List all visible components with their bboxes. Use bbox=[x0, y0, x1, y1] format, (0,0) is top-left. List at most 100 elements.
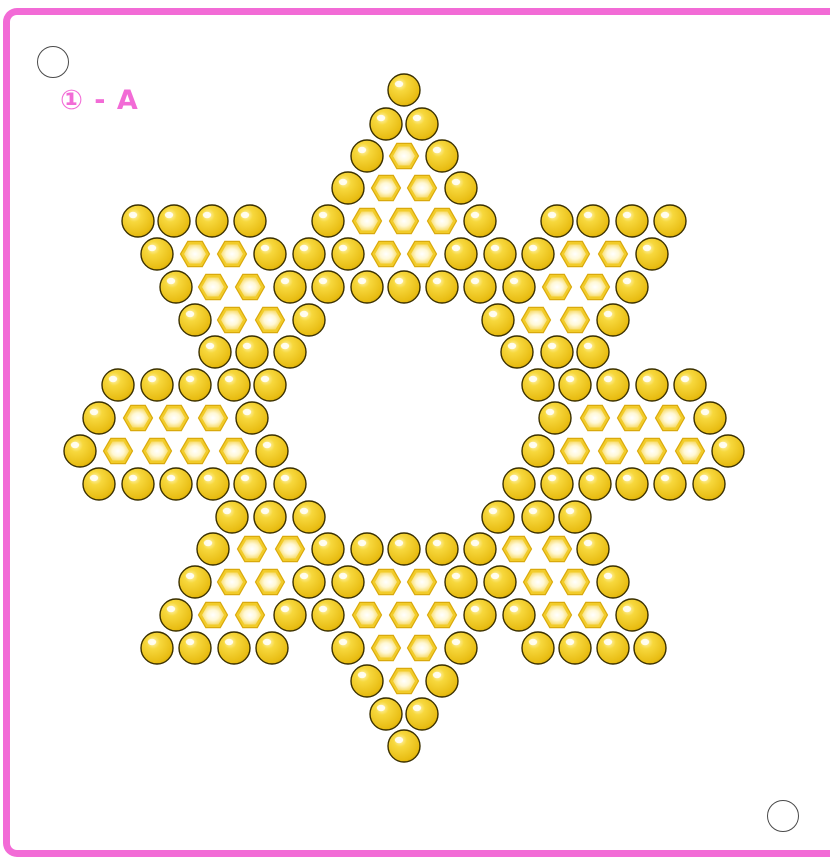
solid-yellow-bead bbox=[83, 468, 115, 500]
solid-yellow-bead bbox=[597, 304, 629, 336]
solid-yellow-bead bbox=[254, 238, 286, 270]
hollow-hex-bead bbox=[353, 208, 382, 233]
solid-yellow-bead bbox=[503, 271, 535, 303]
solid-yellow-bead bbox=[312, 205, 344, 237]
solid-yellow-bead bbox=[197, 533, 229, 565]
solid-yellow-bead bbox=[351, 533, 383, 565]
solid-yellow-bead bbox=[293, 238, 325, 270]
solid-yellow-bead bbox=[158, 205, 190, 237]
solid-yellow-bead bbox=[636, 238, 668, 270]
solid-yellow-bead bbox=[426, 665, 458, 697]
hollow-hex-bead bbox=[256, 307, 285, 332]
solid-yellow-bead bbox=[293, 304, 325, 336]
hollow-hex-bead bbox=[199, 405, 228, 430]
solid-yellow-bead bbox=[218, 632, 250, 664]
solid-yellow-bead bbox=[616, 599, 648, 631]
solid-yellow-bead bbox=[482, 501, 514, 533]
solid-yellow-bead bbox=[616, 468, 648, 500]
hollow-hex-bead bbox=[581, 405, 610, 430]
hollow-hex-bead bbox=[408, 635, 437, 660]
hollow-hex-bead bbox=[543, 536, 572, 561]
solid-yellow-bead bbox=[370, 108, 402, 140]
solid-yellow-bead bbox=[541, 336, 573, 368]
solid-yellow-bead bbox=[464, 599, 496, 631]
hollow-hex-bead bbox=[408, 175, 437, 200]
hollow-hex-bead bbox=[428, 208, 457, 233]
solid-yellow-bead bbox=[199, 336, 231, 368]
solid-yellow-bead bbox=[541, 468, 573, 500]
hollow-hex-bead bbox=[220, 438, 249, 463]
hollow-hex-bead bbox=[390, 602, 419, 627]
hollow-hex-bead bbox=[581, 274, 610, 299]
solid-yellow-bead bbox=[674, 369, 706, 401]
solid-yellow-bead bbox=[351, 665, 383, 697]
solid-yellow-bead bbox=[445, 172, 477, 204]
solid-yellow-bead bbox=[312, 599, 344, 631]
solid-yellow-bead bbox=[541, 205, 573, 237]
solid-yellow-bead bbox=[426, 271, 458, 303]
solid-yellow-bead bbox=[332, 238, 364, 270]
solid-yellow-bead bbox=[216, 501, 248, 533]
hollow-hex-bead bbox=[372, 241, 401, 266]
hollow-hex-bead bbox=[599, 241, 628, 266]
solid-yellow-bead bbox=[464, 271, 496, 303]
solid-yellow-bead bbox=[712, 435, 744, 467]
solid-yellow-bead bbox=[388, 730, 420, 762]
hollow-hex-bead bbox=[218, 241, 247, 266]
solid-yellow-bead bbox=[254, 501, 286, 533]
solid-yellow-bead bbox=[522, 501, 554, 533]
solid-yellow-bead bbox=[388, 533, 420, 565]
solid-yellow-bead bbox=[293, 501, 325, 533]
hollow-hex-bead bbox=[561, 241, 590, 266]
hollow-hex-bead bbox=[199, 602, 228, 627]
hollow-hex-bead bbox=[390, 668, 419, 693]
solid-yellow-bead bbox=[160, 599, 192, 631]
solid-yellow-bead bbox=[234, 205, 266, 237]
hollow-hex-bead bbox=[522, 307, 551, 332]
solid-yellow-bead bbox=[445, 566, 477, 598]
solid-yellow-bead bbox=[616, 205, 648, 237]
solid-yellow-bead bbox=[426, 140, 458, 172]
solid-yellow-bead bbox=[406, 108, 438, 140]
solid-yellow-bead bbox=[236, 336, 268, 368]
solid-yellow-bead bbox=[388, 271, 420, 303]
solid-yellow-bead bbox=[83, 402, 115, 434]
solid-yellow-bead bbox=[654, 205, 686, 237]
solid-yellow-bead bbox=[160, 468, 192, 500]
hollow-hex-bead bbox=[543, 274, 572, 299]
hollow-hex-bead bbox=[561, 569, 590, 594]
solid-yellow-bead bbox=[577, 533, 609, 565]
hollow-hex-bead bbox=[390, 208, 419, 233]
solid-yellow-bead bbox=[234, 468, 266, 500]
hollow-hex-bead bbox=[372, 569, 401, 594]
solid-yellow-bead bbox=[597, 632, 629, 664]
hollow-hex-bead bbox=[524, 569, 553, 594]
solid-yellow-bead bbox=[122, 205, 154, 237]
solid-yellow-bead bbox=[254, 369, 286, 401]
solid-yellow-bead bbox=[141, 632, 173, 664]
hollow-hex-bead bbox=[181, 241, 210, 266]
hollow-hex-bead bbox=[599, 438, 628, 463]
hollow-hex-bead bbox=[218, 569, 247, 594]
hollow-hex-bead bbox=[236, 274, 265, 299]
hollow-hex-bead bbox=[561, 307, 590, 332]
solid-yellow-bead bbox=[332, 632, 364, 664]
solid-yellow-bead bbox=[503, 599, 535, 631]
hollow-hex-bead bbox=[638, 438, 667, 463]
hollow-hex-bead bbox=[353, 602, 382, 627]
solid-yellow-bead bbox=[426, 533, 458, 565]
solid-yellow-bead bbox=[522, 369, 554, 401]
solid-yellow-bead bbox=[197, 468, 229, 500]
solid-yellow-bead bbox=[64, 435, 96, 467]
solid-yellow-bead bbox=[559, 369, 591, 401]
solid-yellow-bead bbox=[654, 468, 686, 500]
solid-yellow-bead bbox=[484, 566, 516, 598]
hollow-hex-bead bbox=[199, 274, 228, 299]
solid-yellow-bead bbox=[141, 369, 173, 401]
solid-yellow-bead bbox=[218, 369, 250, 401]
solid-yellow-bead bbox=[559, 501, 591, 533]
hollow-hex-bead bbox=[408, 241, 437, 266]
solid-yellow-bead bbox=[160, 271, 192, 303]
hollow-hex-bead bbox=[124, 405, 153, 430]
solid-yellow-bead bbox=[236, 402, 268, 434]
